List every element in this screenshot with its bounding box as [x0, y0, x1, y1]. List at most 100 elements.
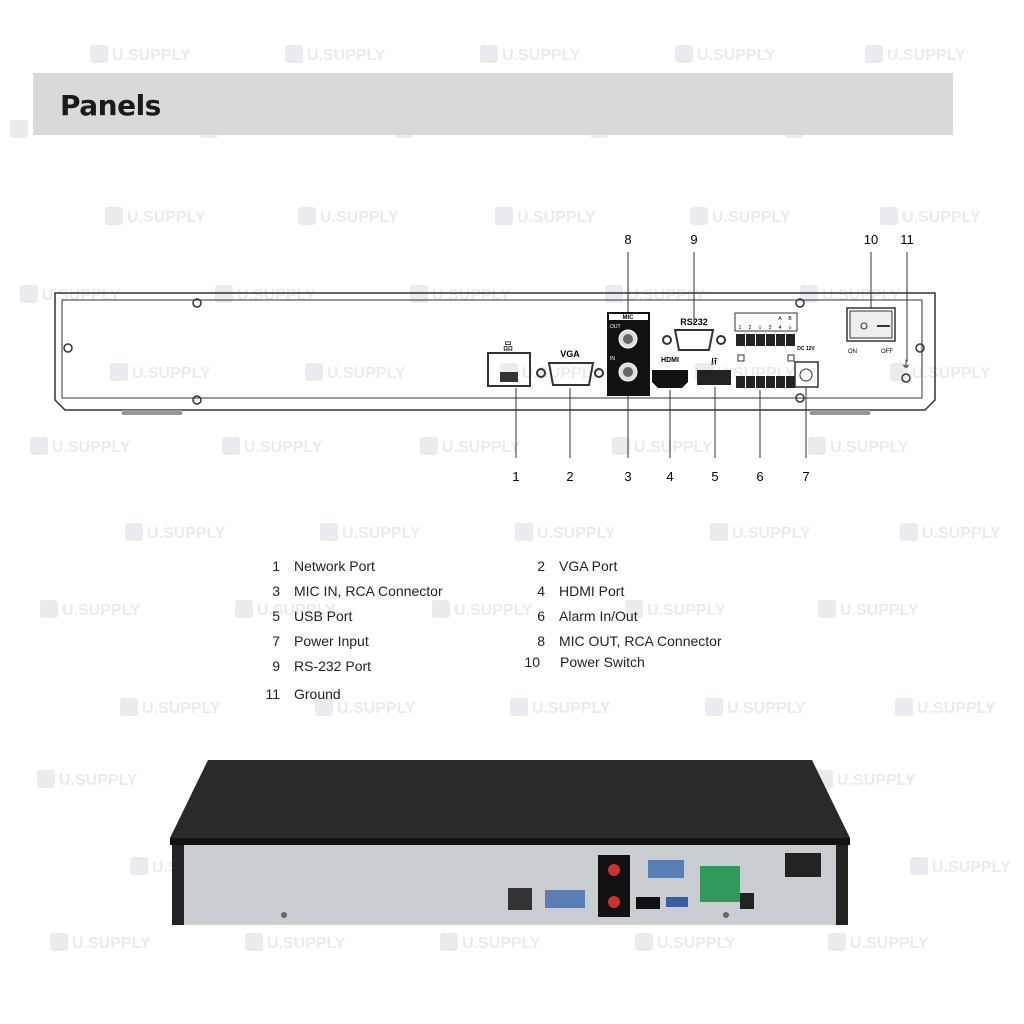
callout-number: 2 — [566, 469, 573, 484]
page-title: Panels — [60, 89, 161, 122]
watermark-logo: U.SUPPLY — [222, 437, 323, 457]
callout-number: 11 — [900, 232, 914, 247]
ground-terminal: ⏚ — [901, 359, 911, 383]
power-input: DC 12V — [794, 346, 819, 388]
legend-label: MIC IN, RCA Connector — [294, 583, 443, 599]
callout-number: 1 — [512, 469, 519, 484]
alarm-top-label: A — [778, 316, 782, 322]
watermark-logo: U.SUPPLY — [235, 600, 336, 620]
watermark-logo: U.SUPPLY — [815, 770, 916, 790]
watermark-logo: U.SUPPLY — [420, 437, 521, 457]
mic-block: MIC OUT IN — [607, 312, 650, 396]
svg-text:OUT: OUT — [610, 324, 621, 330]
network-icon: 品 — [503, 341, 513, 353]
ground-icon: ⏚ — [901, 359, 911, 371]
legend-number: 1 — [272, 558, 280, 574]
svg-text:DC 12V: DC 12V — [797, 346, 815, 352]
legend-number: 4 — [537, 583, 545, 599]
watermark-logo: U.SUPPLY — [890, 363, 991, 383]
watermark-logo: U.SUPPLY — [690, 207, 791, 227]
watermark-logo: U.SUPPLY — [110, 363, 211, 383]
legend-number: 5 — [272, 608, 280, 624]
watermark-logo: U.SUPPLY — [315, 698, 416, 718]
alarm-pin-label: ⏚ — [787, 324, 792, 331]
alarm-pin-label: 1 — [739, 325, 742, 331]
watermark-logo: U.SUPPLY — [105, 207, 206, 227]
legend-label: Alarm In/Out — [559, 608, 638, 624]
legend-label: RS-232 Port — [294, 658, 372, 674]
watermark-logo: U.SUPPLY — [285, 45, 386, 65]
watermark-logo: U.SUPPLY — [625, 600, 726, 620]
device-photo — [170, 760, 850, 925]
legend-label: VGA Port — [559, 558, 618, 574]
callout-number: 5 — [711, 469, 718, 484]
legend-label: Network Port — [294, 558, 375, 574]
section-header: Panels — [33, 73, 953, 135]
watermark-logo: U.SUPPLY — [245, 933, 346, 953]
legend-label: Power Switch — [560, 654, 645, 670]
watermark-logo: U.SUPPLY — [635, 933, 736, 953]
callout-number: 9 — [690, 232, 697, 247]
legend-number: 11 — [265, 686, 280, 702]
watermark-logo: U.SUPPLY — [298, 207, 399, 227]
callout-number: 4 — [666, 469, 673, 484]
svg-text:OFF: OFF — [881, 349, 893, 355]
legend-number: 6 — [537, 608, 545, 624]
alarm-pin-label: 3 — [769, 325, 772, 331]
watermark-logo: U.SUPPLY — [895, 698, 996, 718]
watermark-logo: U.SUPPLY — [120, 698, 221, 718]
legend-label: Power Input — [294, 633, 369, 649]
legend-label: Ground — [294, 686, 341, 702]
legend-number: 8 — [537, 633, 545, 649]
watermark-logo: U.SUPPLY — [30, 437, 131, 457]
legend-label: USB Port — [294, 608, 353, 624]
alarm-pin-label: 2 — [749, 325, 752, 331]
svg-text:ON: ON — [848, 349, 857, 355]
alarm-pin-label: ⏚ — [757, 324, 762, 331]
legend-number: 3 — [272, 583, 280, 599]
callout-number: 8 — [624, 232, 631, 247]
legend-number: 2 — [537, 558, 545, 574]
watermark-logo: U.SUPPLY — [510, 698, 611, 718]
watermark-logo: U.SUPPLY — [808, 437, 909, 457]
watermark-logo: U.SUPPLY — [40, 600, 141, 620]
usb-icon: ⭿ — [711, 357, 717, 368]
callout-number: 3 — [624, 469, 631, 484]
svg-text:MIC: MIC — [623, 315, 635, 321]
legend-label: MIC OUT, RCA Connector — [559, 633, 722, 649]
watermark-logo: U.SUPPLY — [710, 523, 811, 543]
watermark-logo: U.SUPPLY — [865, 45, 966, 65]
callout-number: 6 — [756, 469, 763, 484]
legend-number: 10 — [524, 654, 540, 670]
watermark-logo: U.SUPPLY — [37, 770, 138, 790]
vga-port: VGA — [536, 349, 604, 386]
hdmi-port: HDMI — [652, 357, 688, 388]
watermark-logo: U.SUPPLY — [880, 207, 981, 227]
svg-text:HDMI: HDMI — [661, 357, 679, 364]
watermark-logo: U.SUPPLY — [320, 523, 421, 543]
svg-text:IN: IN — [610, 356, 615, 362]
network-port: 品 — [487, 341, 531, 387]
watermark-logo: U.SUPPLY — [828, 933, 929, 953]
watermark-logo: U.SUPPLY — [432, 600, 533, 620]
watermark-logo: U.SUPPLY — [705, 698, 806, 718]
power-switch: ON OFF — [846, 307, 896, 355]
watermark-logo: U.SUPPLY — [440, 933, 541, 953]
watermark-logo: U.SUPPLY — [900, 523, 1001, 543]
watermark-logo: U.SUPPLY — [305, 363, 406, 383]
watermark-logo: U.SUPPLY — [515, 523, 616, 543]
alarm-pin-label: 4 — [779, 325, 782, 331]
watermark-logo: U.SUPPLY — [910, 857, 1011, 877]
legend-label: HDMI Port — [559, 583, 625, 599]
callout-number: 7 — [802, 469, 809, 484]
panel-outline — [54, 292, 936, 415]
watermark-logo: U.SUPPLY — [495, 207, 596, 227]
watermark-logo: U.SUPPLY — [675, 45, 776, 65]
legend-number: 7 — [272, 633, 280, 649]
watermark-logo: U.SUPPLY — [125, 523, 226, 543]
watermark-logo: U.SUPPLY — [818, 600, 919, 620]
watermark-logo: U.SUPPLY — [480, 45, 581, 65]
